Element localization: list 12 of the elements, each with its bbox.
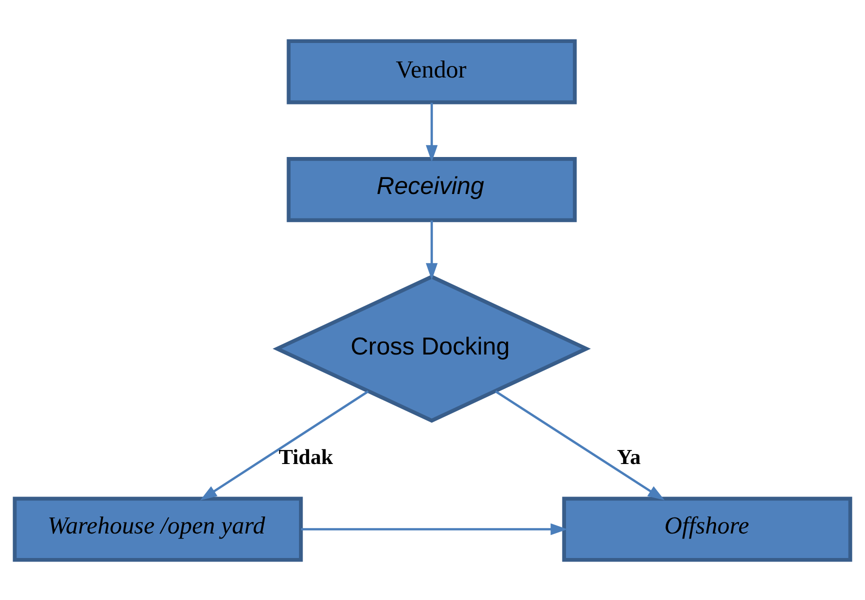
node-box: Offshore bbox=[562, 496, 852, 562]
node-box: Warehouse /open yard bbox=[12, 496, 303, 562]
arrow bbox=[426, 220, 438, 280]
arrow bbox=[426, 102, 438, 162]
edge-label: Ya bbox=[616, 444, 641, 468]
node-box: Receiving bbox=[286, 156, 577, 222]
arrow bbox=[301, 522, 568, 535]
node-box: Vendor bbox=[286, 38, 577, 104]
arrow bbox=[200, 390, 369, 500]
arrow bbox=[495, 390, 665, 500]
edge-label: Tidak bbox=[278, 444, 334, 468]
node-diamond: Cross Docking bbox=[272, 274, 591, 422]
